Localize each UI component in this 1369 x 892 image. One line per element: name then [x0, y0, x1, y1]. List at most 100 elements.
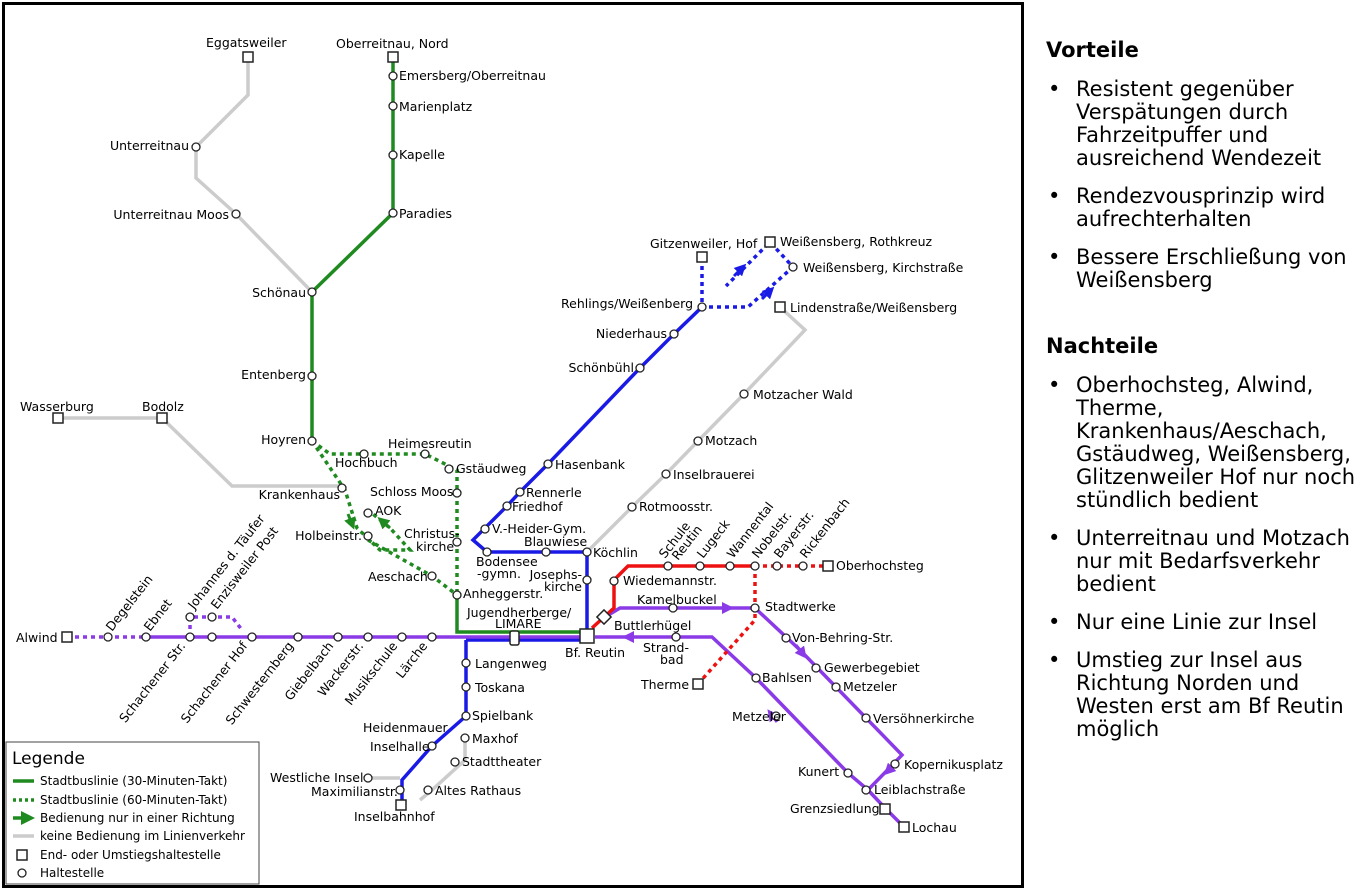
station-label: bad — [660, 652, 684, 667]
station-label: Jugendherberge/ — [466, 605, 572, 620]
station-label: Eggatsweiler — [206, 35, 287, 50]
legend: Legende Stadtbuslinie (30-Minuten-Takt) … — [5, 741, 260, 885]
vorteile-title: Vorteile — [1046, 38, 1139, 62]
red-line-dotted — [696, 564, 828, 686]
station-label: Kopernikusplatz — [904, 757, 1003, 772]
station-label: Krankenhaus — [259, 487, 340, 502]
side-panel: Vorteile Resistent gegenüber Verspätunge… — [1046, 36, 1356, 756]
station-label: Leiblachstraße — [874, 782, 966, 797]
legend-item: Stadtbuslinie (30-Minuten-Takt) — [40, 774, 227, 788]
station-label: Unterreitnau Moos — [113, 207, 229, 222]
station-label: Metzeler — [732, 709, 787, 724]
list-item: Unterreitnau und Motzach nur mit Bedarfs… — [1046, 527, 1356, 596]
station-label: Stadttheater — [462, 754, 542, 769]
station-label: Langenweg — [475, 656, 547, 671]
station-label: Niederhaus — [596, 326, 667, 341]
station-label: Kunert — [798, 764, 839, 779]
blue-line-dotted — [700, 239, 796, 309]
list-item: Resistent gegenüber Verspätungen durch F… — [1046, 78, 1356, 170]
station-label: Schönbühl — [568, 360, 634, 375]
station-label: Heimesreutin — [388, 436, 472, 451]
station-label: Lindenstraße/Weißensberg — [790, 300, 957, 315]
grey-line-insel — [368, 738, 467, 802]
station-labels: Eggatsweiler Oberreitnau, Nord Emersberg… — [16, 35, 1003, 835]
station-label: V.-Heider-Gym. — [492, 521, 586, 536]
station-label: Josephs- — [529, 567, 582, 582]
green-direction-arrow-2 — [377, 517, 391, 530]
station-label: Oberhochsteg — [836, 558, 924, 573]
list-item: Umstieg zur Insel aus Richtung Norden un… — [1046, 649, 1356, 741]
green-line — [310, 57, 587, 634]
station-label: Wiedemannstr. — [623, 573, 717, 588]
station-label: Gitzenweiler, Hof — [650, 236, 758, 251]
station-label: Blauwiese — [524, 534, 588, 549]
stop-markers — [103, 71, 900, 795]
blue-line-north — [470, 305, 704, 632]
station-label: Unterreitnau — [110, 138, 189, 153]
station-label: Weißensberg, Kirchstraße — [803, 260, 964, 275]
station-label: Toskana — [474, 680, 525, 695]
legend-item: keine Bedienung im Linienverkehr — [40, 829, 245, 843]
station-label: Buttlerhügel — [614, 618, 691, 633]
network-map-svg: Eggatsweiler Oberreitnau, Nord Emersberg… — [5, 35, 1003, 885]
nachteile-list: Oberhochsteg, Alwind, Therme, Krankenhau… — [1046, 374, 1356, 741]
green-dotted-heimesreutin — [310, 439, 459, 595]
nachteile-title: Nachteile — [1046, 334, 1159, 358]
station-label: Gewerbegebiet — [824, 660, 920, 675]
station-label: Hasenbank — [555, 457, 626, 472]
green-line-bottom — [455, 595, 587, 634]
station-label: Bahlsen — [762, 670, 812, 685]
station-label: Bodolz — [142, 399, 184, 414]
station-label: LIMARE — [495, 616, 542, 631]
grey-line-eggatsweiler — [194, 57, 314, 294]
station-label: Holbeinstr. — [295, 528, 362, 543]
station-label: Wasserburg — [20, 399, 94, 414]
blue-dotted-weissensberg — [700, 239, 796, 309]
legend-item: Haltestelle — [40, 866, 104, 880]
station-label: Köchlin — [593, 545, 638, 560]
station-label: Westliche Insel — [270, 770, 363, 785]
station-label: Emersberg/Oberreitnau — [399, 68, 546, 83]
station-label: AOK — [375, 503, 402, 518]
station-label: Hochbuch — [335, 455, 398, 470]
network-map: Eggatsweiler Oberreitnau, Nord Emersberg… — [2, 2, 1024, 888]
station-label: Schachener Str. — [116, 639, 188, 726]
station-label: Kapelle — [399, 147, 445, 162]
station-label: Maxhof — [472, 731, 518, 746]
station-label: -gymn. — [477, 566, 521, 581]
station-label: kirche — [544, 579, 582, 594]
list-item: Nur eine Linie zur Insel — [1046, 611, 1356, 635]
station-label: Bf. Reutin — [565, 645, 625, 660]
station-label: Rotmoosstr. — [639, 499, 713, 514]
station-label: Von-Behring-Str. — [792, 630, 893, 645]
purple-direction-arrow-3 — [794, 644, 807, 659]
station-label: Kamelbuckel — [637, 592, 717, 607]
station-label: Versöhnerkirche — [873, 711, 975, 726]
legend-item: Bedienung nur in einer Richtung — [40, 811, 235, 825]
station-label: Motzach — [705, 433, 757, 448]
station-label: Altes Rathaus — [435, 783, 521, 798]
station-label: Lärche — [393, 638, 431, 681]
station-label: Anheggerstr. — [463, 586, 543, 601]
blue-direction-arrow-1 — [732, 263, 747, 278]
station-label: Inselbahnhof — [354, 809, 435, 824]
legend-title: Legende — [12, 749, 85, 769]
station-label: Grenzsiedlung — [790, 801, 880, 816]
station-label: Bodensee — [476, 554, 538, 569]
station-label: Spielbank — [472, 708, 534, 723]
list-item: Rendezvousprinzip wird aufrechterhalten — [1046, 185, 1356, 231]
station-label: Friedhof — [512, 499, 563, 514]
purple-dotted-johannes — [188, 615, 244, 637]
green-direction-arrow-1 — [344, 513, 356, 530]
blue-direction-arrow-2 — [760, 286, 775, 301]
terminal-markers — [52, 51, 910, 833]
green-line-solid — [310, 57, 395, 441]
station-label: Oberreitnau, Nord — [336, 36, 449, 51]
station-label: Inselhalle — [370, 739, 430, 754]
station-label: Schönau — [252, 285, 306, 300]
station-label: Marienplatz — [399, 99, 473, 114]
grey-line-wasserburg — [58, 416, 342, 488]
station-label: Motzacher Wald — [753, 387, 853, 402]
station-label: Therme — [640, 677, 689, 692]
legend-item: Stadtbuslinie (60-Minuten-Takt) — [40, 793, 227, 807]
